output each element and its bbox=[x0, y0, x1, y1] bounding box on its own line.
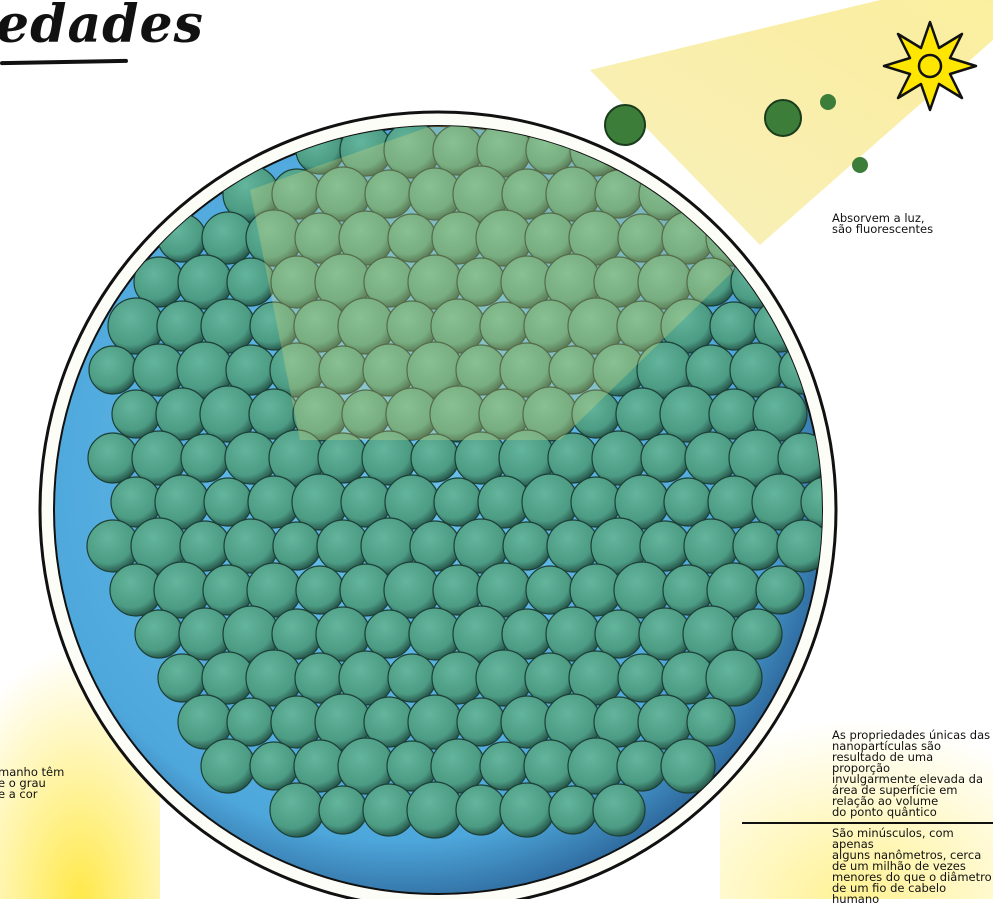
page-title: edades bbox=[0, 0, 204, 55]
atom-sphere bbox=[319, 786, 367, 834]
atom-sphere bbox=[664, 478, 712, 526]
atom-sphere bbox=[593, 784, 645, 836]
atom-sphere bbox=[112, 390, 160, 438]
atom-sphere bbox=[549, 786, 597, 834]
atom-sphere bbox=[526, 566, 574, 614]
atom-sphere bbox=[181, 434, 229, 482]
size-label: São minúsculos, com apenas alguns nanôme… bbox=[832, 828, 993, 905]
atom-sphere bbox=[88, 433, 138, 483]
atom-sphere bbox=[204, 478, 252, 526]
left-fragment-label: manho têm e o grau e a cor bbox=[0, 767, 64, 800]
atom-sphere bbox=[706, 650, 762, 706]
atom-sphere bbox=[756, 566, 804, 614]
atom-sphere bbox=[500, 783, 554, 837]
atom-sphere bbox=[434, 478, 482, 526]
atom-sphere bbox=[480, 742, 528, 790]
atom-sphere bbox=[407, 782, 463, 838]
atom-sphere bbox=[503, 522, 551, 570]
atom-sphere bbox=[457, 698, 505, 746]
atom-sphere bbox=[618, 654, 666, 702]
atom-sphere bbox=[201, 739, 255, 793]
atom-sphere bbox=[296, 566, 344, 614]
light-label: Absorvem a luz, são fluorescentes bbox=[832, 213, 933, 235]
atom-sphere bbox=[641, 434, 689, 482]
atom-sphere bbox=[710, 302, 758, 350]
atom-sphere bbox=[411, 434, 459, 482]
atom-sphere bbox=[687, 698, 735, 746]
atom-sphere bbox=[388, 654, 436, 702]
atom-sphere bbox=[456, 785, 506, 835]
atom-sphere bbox=[365, 610, 413, 658]
atom-sphere bbox=[227, 698, 275, 746]
atom-sphere bbox=[158, 654, 206, 702]
atom-sphere bbox=[733, 522, 781, 570]
atom-sphere bbox=[250, 742, 298, 790]
atom-sphere bbox=[595, 610, 643, 658]
sun-icon bbox=[884, 22, 976, 110]
atom-sphere bbox=[270, 783, 324, 837]
atom-sphere bbox=[273, 522, 321, 570]
atom-sphere bbox=[89, 346, 137, 394]
atom-sphere bbox=[135, 610, 183, 658]
surface-label: As propriedades únicas das nanopartícula… bbox=[832, 730, 993, 818]
atom-sphere bbox=[617, 741, 667, 791]
